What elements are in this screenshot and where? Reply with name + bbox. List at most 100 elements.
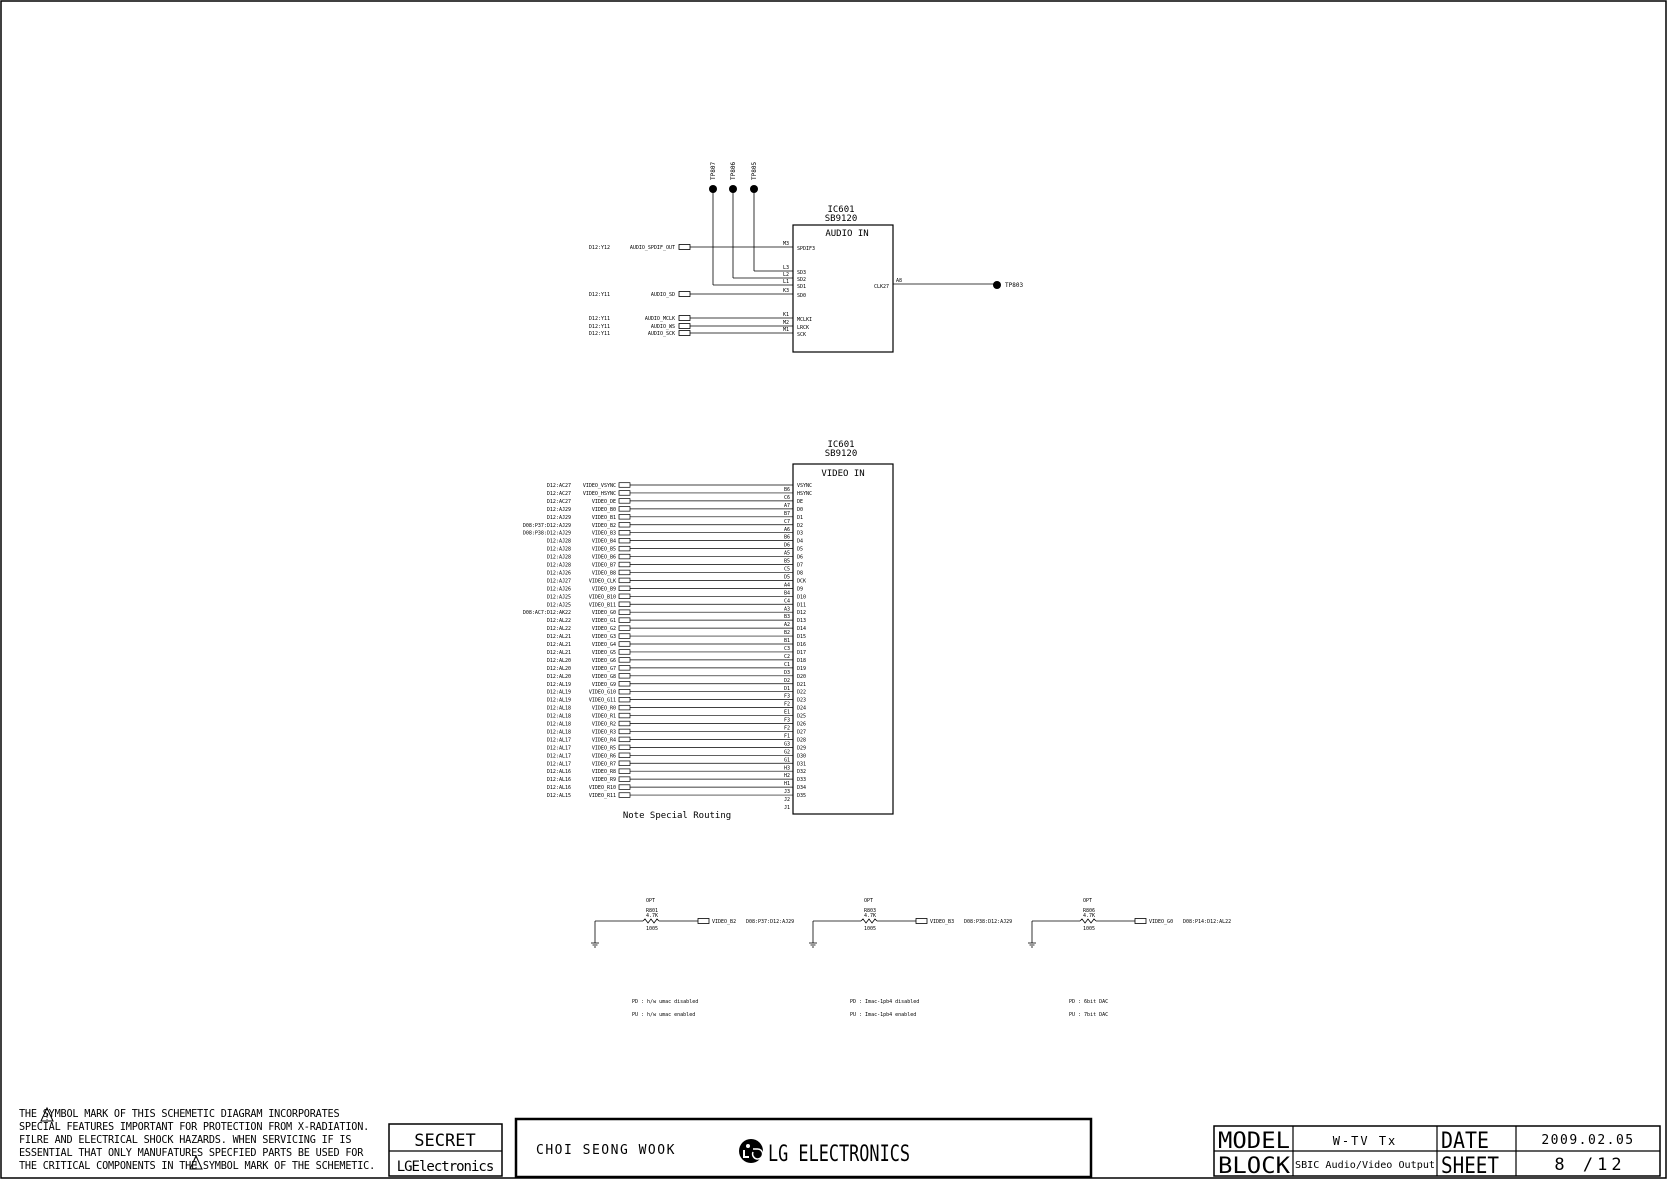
video-net-label: VIDEO_R8: [592, 769, 616, 775]
video-pin-num: A5: [784, 551, 790, 557]
resistor-opt: OPT: [864, 898, 873, 904]
video-pin-name: D5: [797, 547, 803, 553]
video-net-label: VIDEO_B1: [592, 515, 616, 521]
video-net-label: VIDEO_G1: [592, 618, 616, 624]
resistor-net: VIDEO_G0: [1149, 919, 1173, 925]
video-pin-name: D10: [797, 594, 806, 600]
video-ref-label: D12:AL19: [547, 682, 571, 688]
audio-port-flag: [678, 323, 691, 329]
video-pin-num: C3: [784, 646, 790, 652]
resistor-icon: [860, 918, 878, 924]
video-net-label: VIDEO_G3: [592, 634, 616, 640]
video-pin-num: F2: [784, 726, 790, 732]
video-pin-num: G1: [784, 757, 790, 763]
video-net-label: VIDEO_B11: [589, 602, 616, 608]
clk27-pin-name: CLK27: [874, 284, 889, 290]
video-pin-name: D20: [797, 674, 806, 680]
video-pin-num: A3: [784, 606, 790, 612]
video-pin-num: C2: [784, 654, 790, 660]
video-net-label: VIDEO_G8: [592, 674, 616, 680]
video-ref-label: D12:AL20: [547, 658, 571, 664]
resistor-port-flag: [1134, 918, 1147, 924]
video-port-flag: [618, 696, 631, 703]
audio-pin-num: M1: [783, 327, 789, 333]
video-pin-num: F1: [784, 733, 790, 739]
video-port-flag: [618, 768, 631, 774]
resistor-net: VIDEO_B2: [712, 919, 736, 925]
strap-pu-note: PU : Imac-1pb4 enabled: [850, 1012, 916, 1018]
video-ref-label: D12:AL15: [547, 793, 571, 799]
warning-mark: !: [45, 1113, 50, 1122]
video-pin-num: A6: [784, 527, 790, 533]
video-ref-label: D12:AL20: [547, 666, 571, 672]
video-ref-label: D12:AL22: [547, 618, 571, 624]
test-point-label: TP807: [710, 162, 717, 180]
resistor-opt: OPT: [646, 898, 655, 904]
video-pin-name: D19: [797, 666, 806, 672]
audio-pin-name: SPDIF3: [797, 246, 815, 252]
video-pin-name: D3: [797, 531, 803, 537]
video-port-flag: [618, 482, 631, 488]
video-pin-name: D0: [797, 507, 803, 513]
audio-ic-part: SB9120: [825, 214, 858, 224]
strap-pu-note: PU : 7bit DAC: [1069, 1012, 1108, 1018]
video-pin-name: DCK: [797, 578, 806, 584]
video-net-label: VIDEO_G10: [589, 690, 616, 696]
video-port-flag: [618, 744, 631, 750]
video-ref-label: D12:AJ28: [547, 547, 571, 553]
resistor-dest: D08:P14:D12:AL22: [1183, 919, 1231, 925]
video-net-label: VIDEO_R5: [592, 745, 616, 751]
audio-pin-num: K1: [783, 312, 789, 318]
video-pin-name: D14: [797, 626, 806, 632]
video-port-flag: [618, 752, 631, 758]
video-pin-name: D8: [797, 570, 803, 576]
video-pin-name: D27: [797, 729, 806, 735]
video-net-label: VIDEO_B7: [592, 563, 616, 569]
warning-mark: !: [194, 1161, 199, 1170]
video-net-label: VIDEO_DE: [592, 499, 616, 505]
video-pin-num: D1: [784, 686, 790, 692]
video-pin-name: D15: [797, 634, 806, 640]
warning-line: FILRE AND ELECTRICAL SHOCK HAZARDS. WHEN…: [19, 1135, 352, 1146]
video-port-flag: [618, 569, 631, 576]
video-port-flag: [618, 657, 631, 663]
video-pin-num: A4: [784, 582, 790, 588]
resistor-value: 4.7K: [646, 913, 658, 919]
video-pin-num: H1: [784, 781, 790, 787]
video-net-label: VIDEO_G7: [592, 666, 616, 672]
video-ref-label: D12:AJ28: [547, 539, 571, 545]
video-pin-name: D2: [797, 523, 803, 529]
title-block: ! ! SECRET LGElectronics CHOI SEONG WOOK…: [40, 1106, 1661, 1179]
audio-net-label: AUDIO_SCK: [648, 331, 675, 337]
special-routing-note: Note Special Routing: [623, 811, 731, 821]
video-pin-num: C7: [784, 519, 790, 525]
video-port-flag: [618, 537, 631, 544]
video-pin-num: J2: [784, 797, 790, 803]
video-pin-num: D3: [784, 670, 790, 676]
video-ref-label: D12:AL21: [547, 634, 571, 640]
audio-port-flag: [678, 291, 691, 297]
video-net-label: VIDEO_B4: [592, 539, 616, 545]
sheet-label: SHEET: [1441, 1154, 1499, 1179]
video-net-label: VIDEO_B8: [592, 570, 616, 576]
video-net-label: VIDEO_G9: [592, 682, 616, 688]
test-point-label: TP805: [751, 162, 758, 180]
resistor-ref: R801: [646, 908, 658, 914]
video-pin-name: D12: [797, 610, 806, 616]
